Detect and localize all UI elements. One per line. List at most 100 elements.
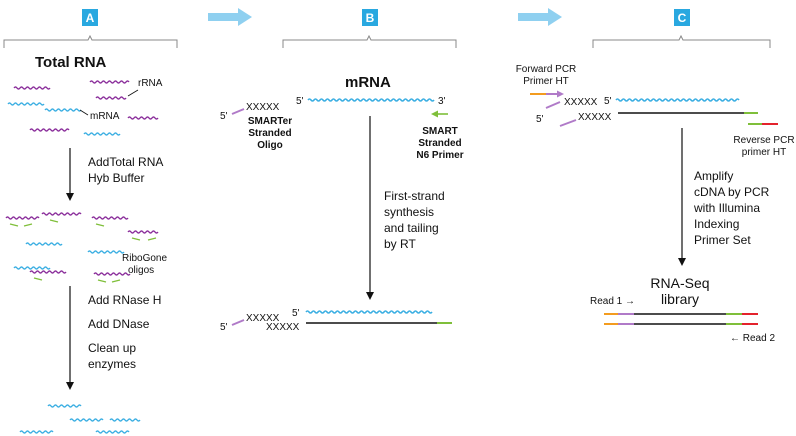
- panel-c: C Forward PCR Primer HT XXXXX 5' 5' XXXX…: [516, 9, 795, 344]
- mrna-strand: [69, 418, 104, 422]
- rrna-strand: [95, 96, 127, 100]
- product-oligo-line: [231, 319, 245, 326]
- panel-a-letter: A: [86, 11, 95, 25]
- panel-a-step2-line3: Clean up: [88, 341, 136, 355]
- panel-b: B mRNA 5' 3' 5' XXXXX SMARTer Stranded O…: [220, 9, 464, 333]
- ribogone-oligo: [111, 279, 121, 283]
- panel-a: A Total RNA rRNA mRNA AddTotal RNA Hyb B…: [3, 9, 178, 434]
- ribogone-oligo: [131, 237, 141, 241]
- rrna-strand: [127, 230, 159, 234]
- panel-b-bracket: [282, 34, 457, 48]
- smarter-oligo-xxxxx: XXXXX: [246, 102, 280, 113]
- panel-c-badge: [674, 9, 690, 26]
- panel-b-badge: [362, 9, 378, 26]
- product-mrna: [305, 310, 433, 314]
- ribogone-oligo: [97, 279, 107, 283]
- mrna-pointer: [79, 109, 89, 116]
- forward-primer-label-line2: Primer HT: [523, 76, 569, 87]
- mrna-strand: [44, 108, 82, 112]
- mrna-strand: [7, 102, 45, 106]
- ribogone-oligos: [9, 219, 157, 283]
- reverse-primer-label-line1: Reverse PCR: [733, 135, 794, 146]
- smarter-oligo-label-line2: Stranded: [248, 128, 291, 139]
- panel-c-step-line5: Primer Set: [694, 233, 751, 247]
- panel-arrow-a-to-b: [208, 8, 252, 26]
- mrna-5prime: 5': [296, 96, 304, 107]
- panel-b-step-line2: synthesis: [384, 205, 434, 219]
- panel-c-step-line4: Indexing: [694, 217, 739, 231]
- c-xxxxx-top: XXXXX: [564, 97, 598, 108]
- panel-a-bracket: [3, 34, 178, 48]
- ribogone-oligo: [9, 223, 19, 227]
- panel-c-step-line3: with Illumina: [693, 201, 760, 215]
- reverse-primer-label-line2: primer HT: [742, 147, 786, 158]
- panel-b-step-line4: by RT: [384, 237, 416, 251]
- ribogone-label-line1: RiboGone: [122, 253, 167, 264]
- c-oligo-line-top: [545, 101, 561, 109]
- c-mrna: [615, 98, 740, 102]
- read2-label: ← Read 2: [730, 333, 775, 344]
- smarter-oligo-label-line1: SMARTer: [248, 116, 292, 127]
- panel-a-step1-line2: Hyb Buffer: [88, 171, 144, 185]
- smarter-oligo-line: [231, 108, 245, 115]
- rrna-strand: [29, 128, 70, 132]
- panel-c-step-line1: Amplify: [694, 169, 733, 183]
- mrna-strand: [19, 430, 54, 434]
- oligo-5prime: 5': [220, 111, 228, 122]
- rrna-strand: [127, 116, 159, 120]
- panel-c-bracket: [592, 34, 771, 48]
- mrna-strand: [95, 430, 130, 434]
- panel-c-letter: C: [678, 11, 687, 25]
- panel-a-badge: [82, 9, 98, 26]
- c-5prime-top: 5': [604, 96, 612, 107]
- library-label-line2: library: [661, 291, 699, 307]
- c-xxxxx-bottom: XXXXX: [578, 112, 612, 123]
- panel-b-letter: B: [366, 11, 375, 25]
- panel-a-title: Total RNA: [35, 54, 107, 71]
- enriched-mrna-strands: [19, 404, 141, 434]
- c-oligo-line-bottom: [559, 119, 577, 127]
- rrna-strand: [29, 270, 67, 274]
- c-5prime-bottom: 5': [536, 114, 544, 125]
- smarter-oligo-label-line3: Oligo: [257, 140, 283, 151]
- panel-c-step-line2: cDNA by PCR: [694, 185, 770, 199]
- ribogone-oligo: [95, 223, 105, 227]
- panel-arrow-b-to-c: [518, 8, 562, 26]
- ribogone-oligo: [49, 219, 59, 223]
- mrna-strand: [87, 250, 125, 254]
- ribogone-label-line2: oligos: [128, 265, 154, 276]
- product-xxxxx-top: XXXXX: [246, 313, 280, 324]
- mrna-strand: [109, 418, 141, 422]
- rrna-strand: [89, 80, 130, 84]
- n6-primer-label-line1: SMART: [422, 126, 458, 137]
- mrna-strand: [47, 404, 82, 408]
- read1-label: Read 1 →: [590, 296, 635, 307]
- mrna-label: mRNA: [90, 111, 120, 122]
- mrna-template: [307, 98, 435, 102]
- panel-a-step2-line2: Add DNase: [88, 317, 150, 331]
- n6-primer-label-line2: Stranded: [418, 138, 461, 149]
- rrna-strand: [91, 216, 129, 220]
- product-xxxxx-bottom: XXXXX: [266, 322, 300, 333]
- ribogone-oligo: [33, 277, 43, 281]
- product-oligo-5prime: 5': [220, 322, 228, 333]
- rrna-strand: [13, 86, 51, 90]
- mrna-strand: [83, 132, 121, 136]
- library-label-line1: RNA-Seq: [650, 275, 709, 291]
- forward-primer-label-line1: Forward PCR: [516, 64, 577, 75]
- panel-a-step2-line1: Add RNase H: [88, 293, 161, 307]
- rrna-label: rRNA: [138, 78, 163, 89]
- rrna-strand: [5, 216, 40, 220]
- total-rna-strands: [7, 80, 159, 136]
- hybridized-strands: [5, 212, 159, 276]
- ribogone-oligo: [23, 223, 33, 227]
- product-mrna-5prime: 5': [292, 308, 300, 319]
- n6-primer-label-line3: N6 Primer: [416, 150, 463, 161]
- panel-b-title: mRNA: [345, 74, 391, 91]
- panel-b-step-line1: First-strand: [384, 189, 445, 203]
- mrna-3prime: 3': [438, 96, 446, 107]
- panel-a-step2-line4: enzymes: [88, 357, 136, 371]
- panel-b-step-line3: and tailing: [384, 221, 439, 235]
- rrna-pointer: [127, 89, 139, 97]
